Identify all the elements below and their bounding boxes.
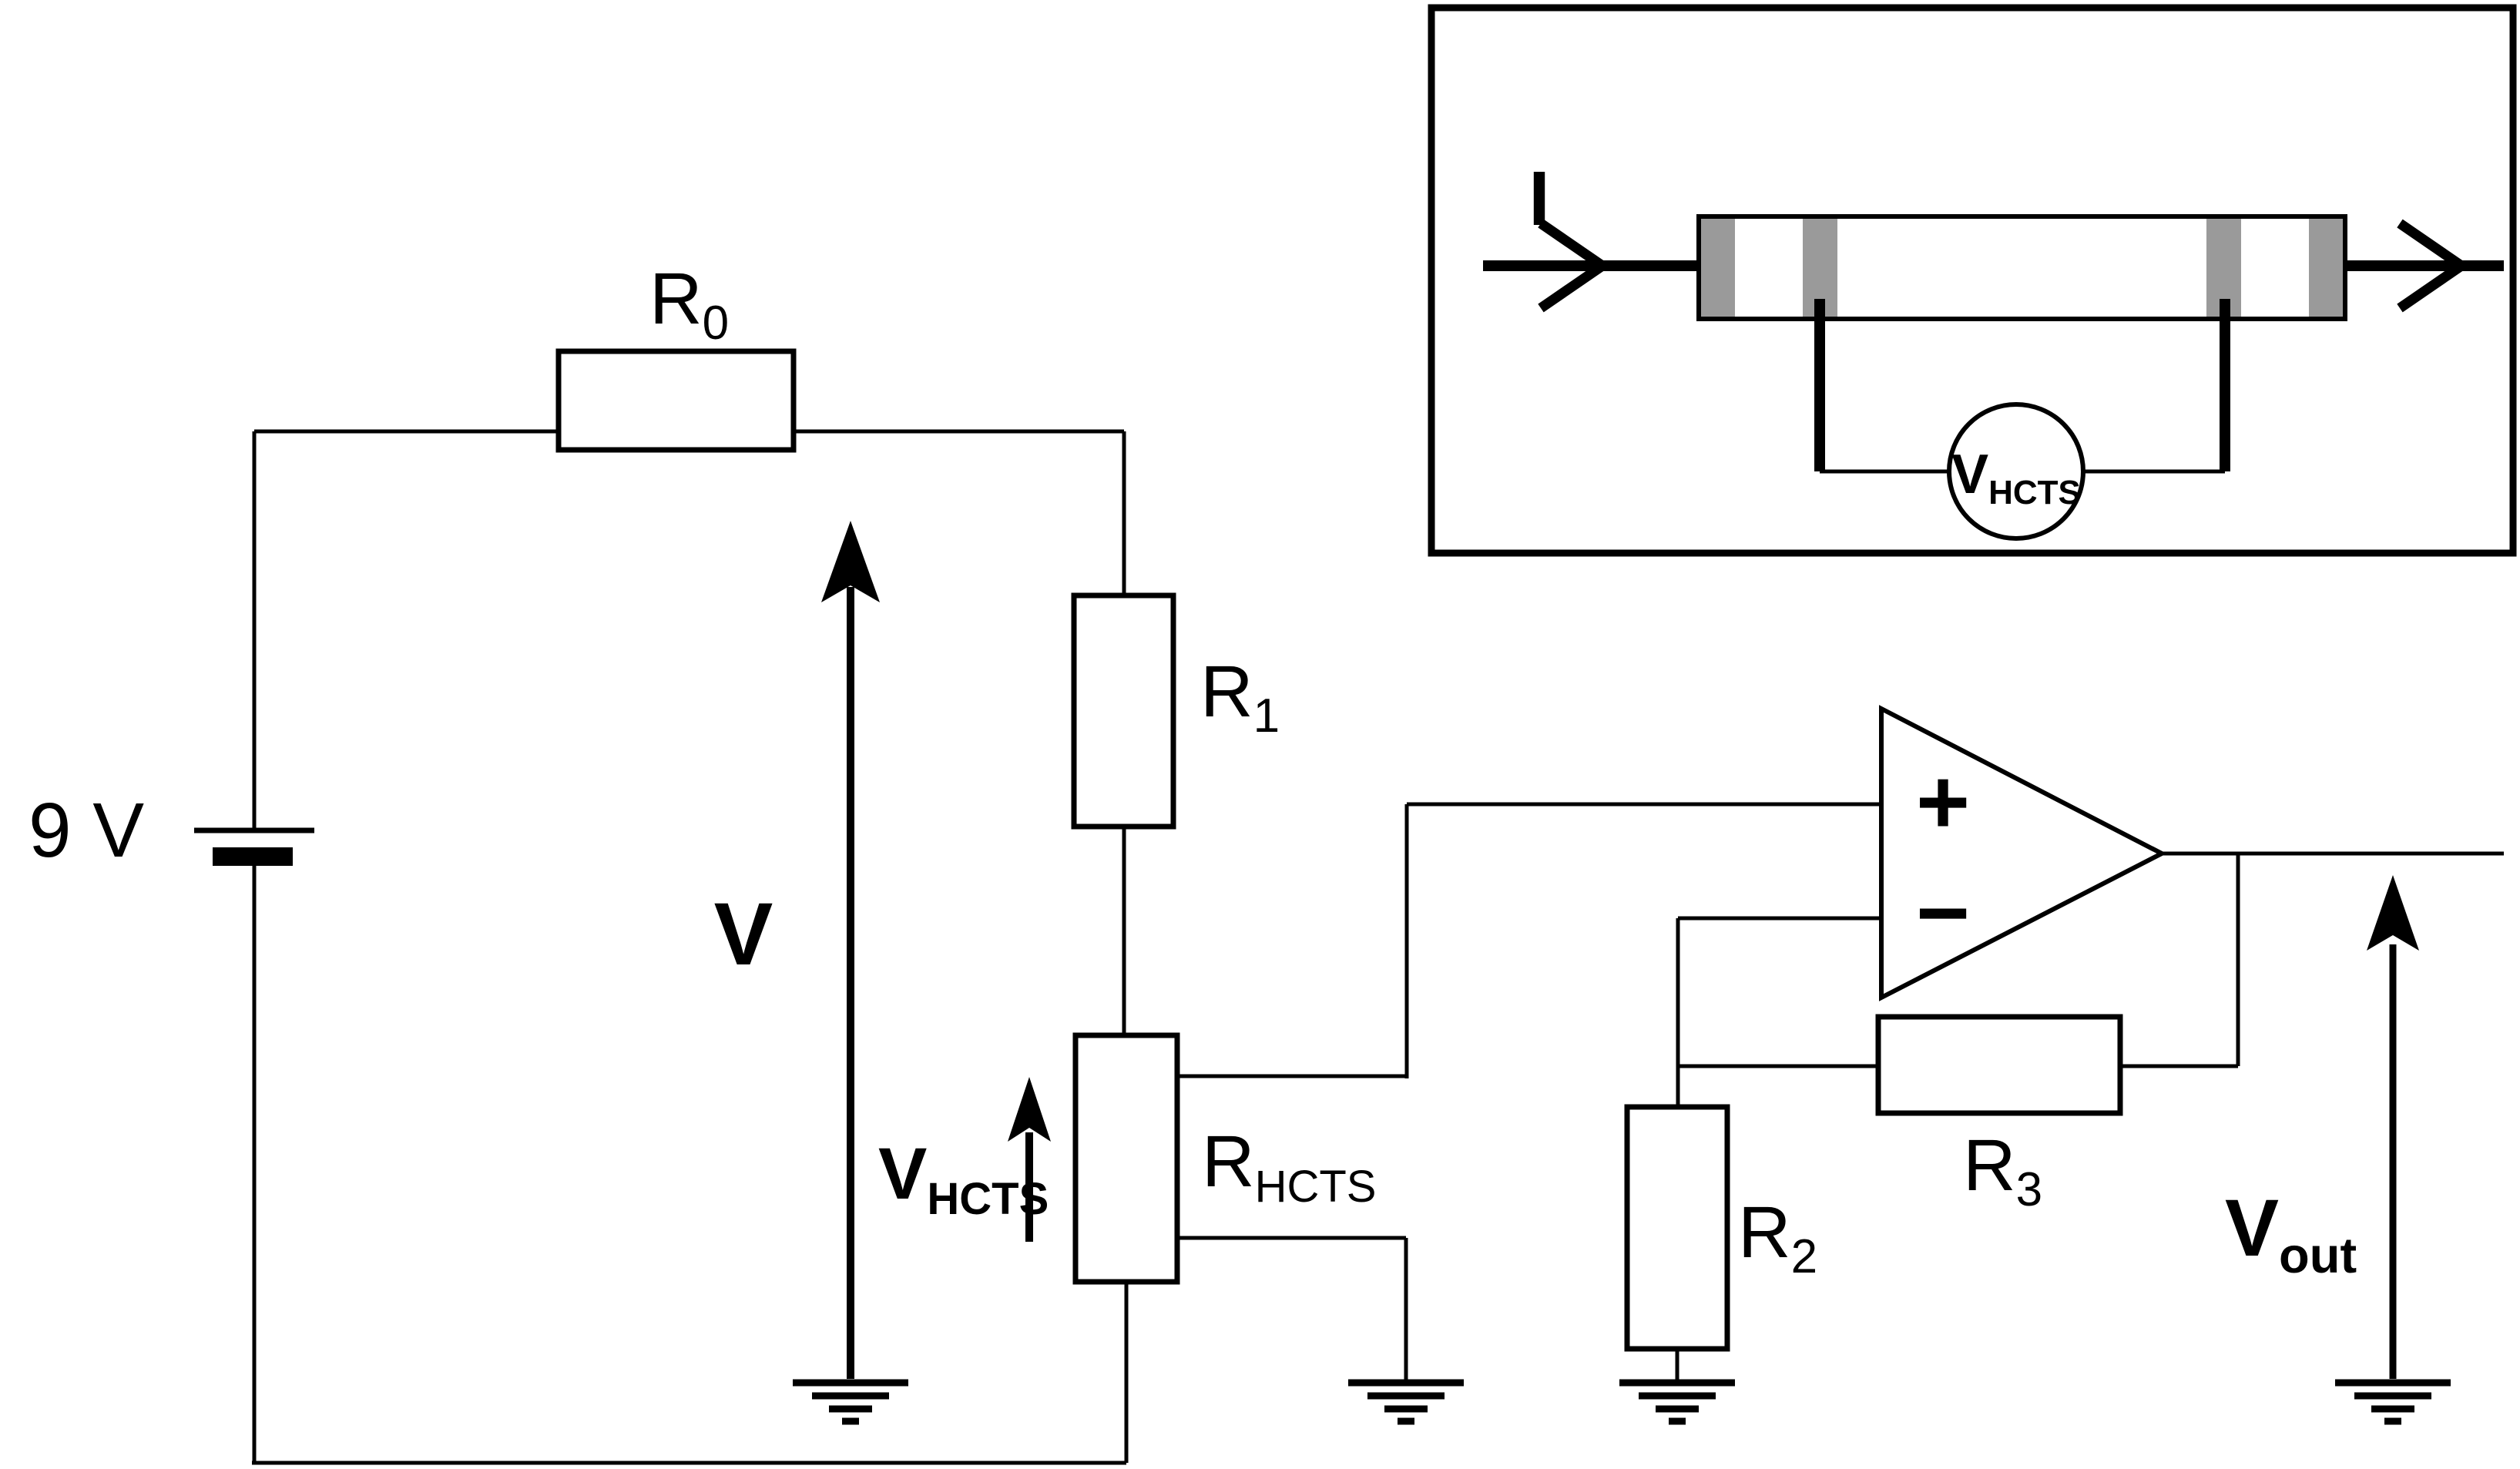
resistor-r2-label: R2 (1738, 1192, 1817, 1283)
ground-v-arrow (793, 1379, 908, 1425)
vhcts-label: VHCTS (878, 1133, 1049, 1224)
opamp-plus-label: + (1916, 750, 1970, 854)
resistor-r3 (1875, 1014, 2123, 1116)
inset-current-in-arrow (1538, 219, 1606, 313)
voltage-arrow-vout: Vout (2225, 875, 2419, 1379)
resistor-r1-label: R1 (1200, 651, 1280, 743)
resistor-r3-label: R3 (1963, 1125, 2042, 1216)
resistor-r0-label: R0 (649, 258, 729, 350)
resistor-r2 (1624, 1104, 1730, 1352)
voltage-arrow-vhcts: VHCTS (878, 1077, 1051, 1242)
resistor-rhcts-label: RHCTS (1202, 1121, 1377, 1212)
battery-9v: 9 V (29, 787, 314, 874)
opamp-minus-label: − (1916, 861, 1970, 964)
meter-circle (1947, 402, 2085, 541)
opamp-triangle (1879, 705, 2167, 1001)
v-arrow-head (821, 521, 880, 602)
battery-short-plate (213, 847, 293, 866)
vout-arrow-head (2367, 875, 2419, 951)
sensor-band-outer-right (2309, 216, 2345, 319)
sensor-band-outer-left (1699, 216, 1735, 319)
battery-label: 9 V (29, 787, 144, 874)
resistor-rhcts (1072, 1032, 1180, 1285)
opamp: + − (1879, 705, 2167, 1001)
meter-label: VHCTS (1951, 444, 2081, 511)
vout-label: Vout (2225, 1183, 2357, 1283)
voltage-arrow-v: V (714, 521, 880, 1379)
wires (252, 429, 2504, 1465)
vhcts-arrow-head (1008, 1077, 1051, 1142)
ground-vout (2335, 1379, 2451, 1425)
inset-current-out-arrow (2397, 219, 2465, 313)
inset-sensor-detail: I VHCTS (1428, 4, 2517, 557)
resistors (555, 348, 2123, 1352)
grounds (793, 1379, 2451, 1425)
resistor-r1 (1071, 592, 1176, 830)
v-label: V (714, 885, 773, 984)
resistor-r0 (555, 348, 797, 453)
sensor-body-fill (1699, 216, 2345, 319)
ground-sensor-tap (1348, 1379, 1464, 1425)
ground-r2 (1619, 1379, 1735, 1425)
